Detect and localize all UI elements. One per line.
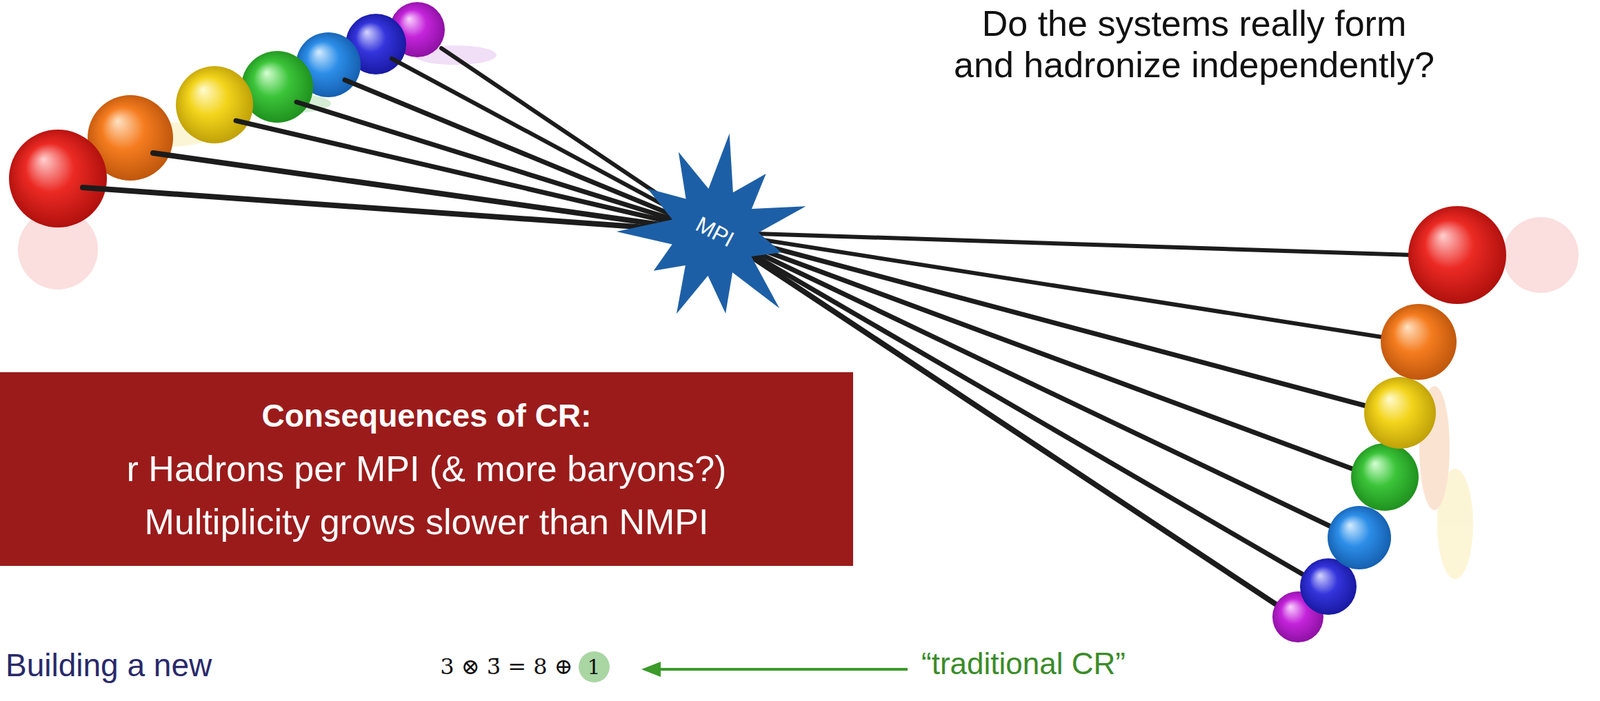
star-fill bbox=[616, 133, 807, 315]
circle-fill bbox=[578, 651, 610, 683]
right-ball-chain bbox=[1272, 206, 1507, 643]
ball bbox=[1408, 206, 1507, 305]
string bbox=[235, 120, 715, 233]
bottom-heading: Building a new bbox=[5, 646, 212, 685]
ball bbox=[1327, 506, 1392, 570]
ball bbox=[1351, 443, 1419, 512]
pointer-arrow bbox=[641, 662, 908, 678]
box-heading: Consequences of CR: bbox=[262, 389, 592, 443]
mpi-star: MPI bbox=[614, 132, 815, 333]
ball bbox=[8, 129, 107, 228]
arrow-shaft bbox=[655, 668, 908, 672]
arrow-head bbox=[641, 662, 661, 678]
string bbox=[714, 232, 1414, 256]
node-label: 1 bbox=[586, 655, 600, 679]
string bbox=[344, 80, 715, 233]
question-heading: Do the systems really form and hadronize… bbox=[950, 2, 1438, 86]
box-line: r Hadrons per MPI (& more baryons?) bbox=[126, 442, 727, 496]
ball bbox=[1364, 377, 1436, 449]
reflection bbox=[1502, 217, 1579, 294]
singlet-circle: 1 bbox=[578, 651, 610, 683]
formula: 3 ⊗ 3̄ = 8 ⊕ bbox=[440, 653, 573, 681]
ball bbox=[1380, 304, 1457, 380]
box-line: Multiplicity grows slower than NMPI bbox=[144, 495, 709, 549]
strings-left bbox=[82, 48, 715, 233]
left-ball-chain bbox=[8, 2, 445, 228]
ball bbox=[175, 66, 254, 144]
box-fill bbox=[0, 372, 854, 567]
consequence-box: Consequences of CR:r Hadrons per MPI (& … bbox=[0, 372, 854, 567]
pointer-label: “traditional CR” bbox=[921, 645, 1126, 683]
